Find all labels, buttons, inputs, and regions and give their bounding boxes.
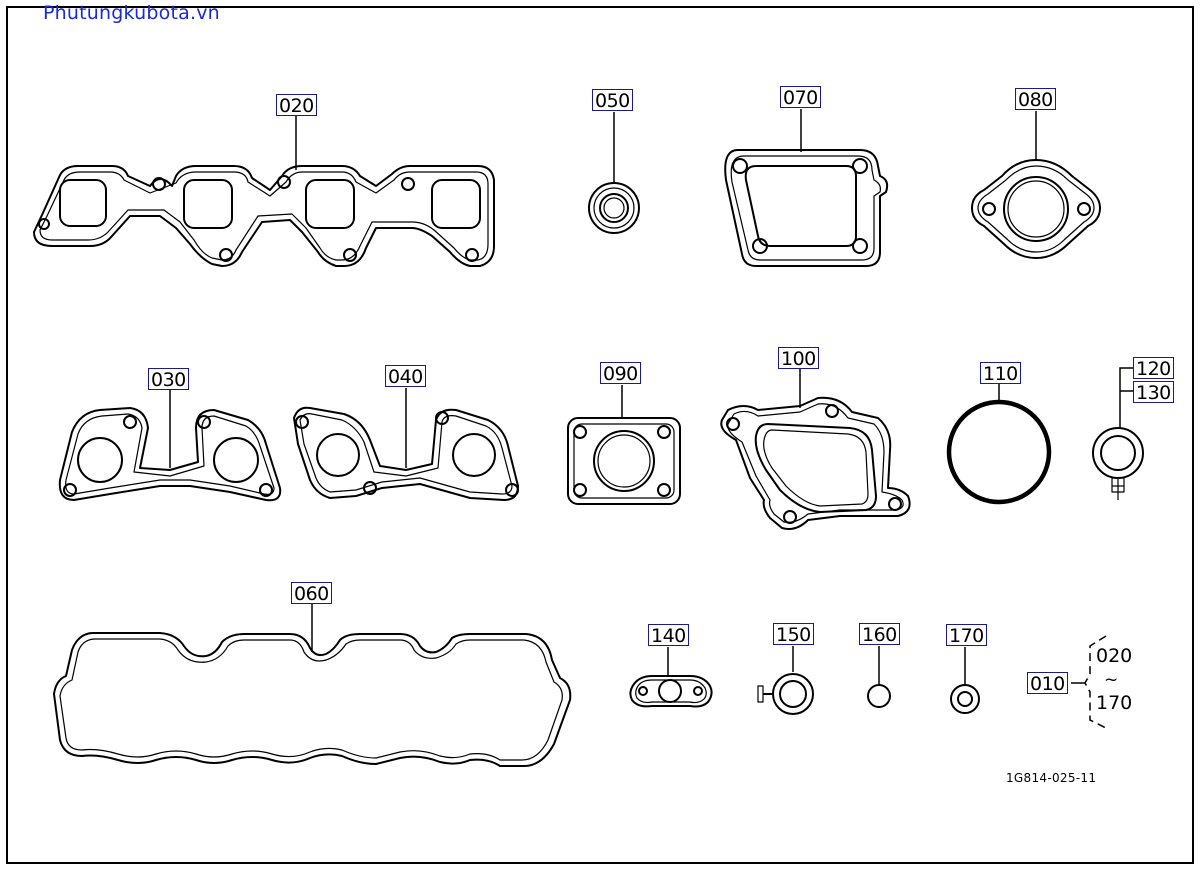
callout-110[interactable]: 110 (980, 362, 1021, 385)
callout-130[interactable]: 130 (1133, 381, 1174, 404)
callout-060[interactable]: 060 (291, 582, 332, 605)
callout-040[interactable]: 040 (385, 365, 426, 388)
callout-150[interactable]: 150 (773, 623, 814, 646)
callout-020[interactable]: 020 (276, 94, 317, 117)
callout-030[interactable]: 030 (148, 368, 189, 391)
ring-150[interactable] (757, 646, 814, 715)
kit-range-from: 020 (1096, 645, 1133, 667)
gasket-040[interactable] (293, 388, 519, 501)
kit-range-to: 170 (1096, 692, 1133, 714)
ring-120-130[interactable] (1092, 367, 1144, 500)
drawing-code: 1G814-025-11 (1006, 771, 1097, 785)
callout-170[interactable]: 170 (946, 624, 987, 647)
o-ring-110[interactable] (946, 384, 1052, 505)
gasket-070[interactable] (724, 109, 889, 267)
callout-050[interactable]: 050 (592, 89, 633, 112)
callout-070[interactable]: 070 (780, 86, 821, 109)
callout-100[interactable]: 100 (778, 347, 819, 370)
callout-010[interactable]: 010 (1027, 672, 1068, 695)
watermark-text: Phutungkubota.vn (43, 2, 220, 24)
kit-range-tilde: ~ (1104, 670, 1119, 690)
gasket-140-oval[interactable] (629, 647, 713, 708)
kit-bracket-010 (1071, 635, 1107, 729)
gasket-020-manifold[interactable] (33, 116, 495, 267)
washer-170[interactable] (950, 647, 980, 714)
callout-160[interactable]: 160 (859, 623, 900, 646)
callout-140[interactable]: 140 (648, 624, 689, 647)
callout-080[interactable]: 080 (1015, 88, 1056, 111)
callout-090[interactable]: 090 (600, 362, 641, 385)
gasket-090-square[interactable] (567, 385, 681, 505)
gasket-030[interactable] (58, 390, 282, 502)
seal-050[interactable] (588, 112, 640, 234)
diagram-frame (6, 6, 1194, 864)
callout-120[interactable]: 120 (1133, 357, 1174, 380)
gasket-080-flange[interactable] (971, 111, 1101, 259)
gasket-100-turbo[interactable] (720, 369, 911, 530)
gasket-060-cover[interactable] (53, 604, 572, 767)
o-ring-160[interactable] (867, 646, 891, 708)
